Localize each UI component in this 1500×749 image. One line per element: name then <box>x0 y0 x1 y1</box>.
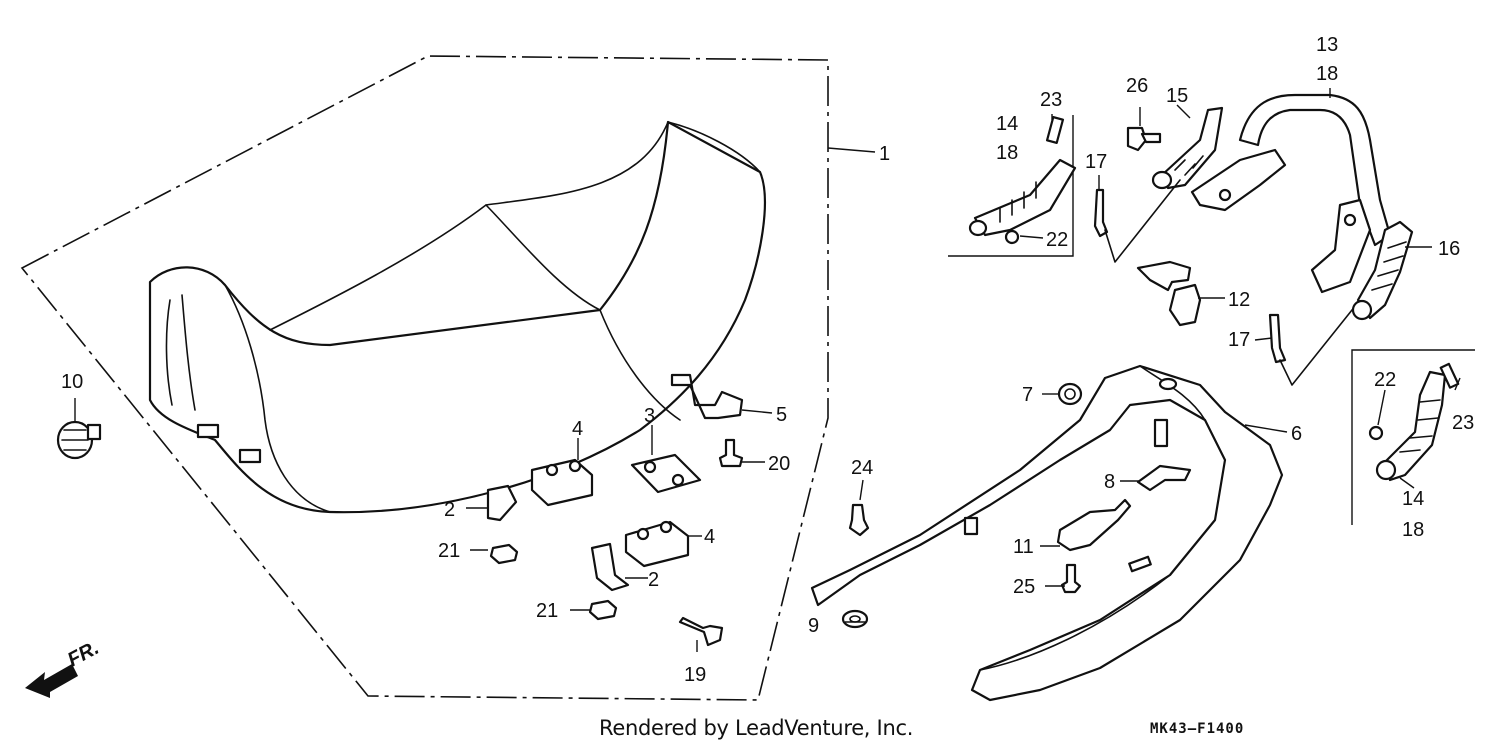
callout-21: 21 <box>438 540 460 562</box>
callout-17: 17 <box>1228 329 1250 351</box>
callout-1: 1 <box>879 143 890 165</box>
callout-12: 12 <box>1228 289 1250 311</box>
callout-22: 22 <box>1374 369 1396 391</box>
callout-15: 15 <box>1166 85 1188 107</box>
seat-hardware <box>486 373 744 647</box>
inset-right-frame <box>1351 349 1475 525</box>
callout-18: 18 <box>1402 519 1424 541</box>
callout-20: 20 <box>768 453 790 475</box>
callout-16: 16 <box>1438 238 1460 260</box>
grip-left-inset-drawing <box>968 116 1077 245</box>
callout-5: 5 <box>776 404 787 426</box>
callout-18: 18 <box>996 142 1018 164</box>
callout-labels: 1 2 2 3 4 4 5 6 7 8 9 10 11 12 13 18 14 … <box>61 34 1474 686</box>
callout-7: 7 <box>1022 384 1033 406</box>
callout-8: 8 <box>1104 471 1115 493</box>
callout-9: 9 <box>808 615 819 637</box>
callout-2: 2 <box>648 569 659 591</box>
upper-center-hardware <box>1093 106 1361 386</box>
grip-right-inset-drawing <box>1368 362 1460 482</box>
inset-left-frame <box>948 115 1074 257</box>
seat-drawing <box>148 120 766 514</box>
callout-11: 11 <box>1013 536 1034 558</box>
callout-19: 19 <box>684 664 706 686</box>
callout-23: 23 <box>1452 412 1474 434</box>
callout-2: 2 <box>444 499 455 521</box>
callout-25: 25 <box>1013 576 1035 598</box>
callout-26: 26 <box>1126 75 1148 97</box>
callout-24: 24 <box>851 457 873 479</box>
rear-cowl-drawing <box>810 364 1284 702</box>
callout-13: 13 <box>1316 34 1338 56</box>
credit-text: Rendered by LeadVenture, Inc. <box>599 716 914 740</box>
diagram-code: MK43—F1400 <box>1150 721 1245 737</box>
callout-6: 6 <box>1291 423 1302 445</box>
callout-23: 23 <box>1040 89 1062 111</box>
seat-assembly-boundary <box>20 55 829 701</box>
callout-3: 3 <box>644 405 655 427</box>
callout-4: 4 <box>572 418 583 440</box>
callout-14: 14 <box>1402 488 1424 510</box>
callout-4: 4 <box>704 526 715 548</box>
leader-lines <box>74 88 1461 652</box>
grab-rail-drawing <box>1190 93 1392 294</box>
callout-17: 17 <box>1085 151 1107 173</box>
grip-16-drawing <box>1351 220 1414 321</box>
callout-22: 22 <box>1046 229 1068 251</box>
callout-10: 10 <box>61 371 83 393</box>
callout-14: 14 <box>996 113 1018 135</box>
cushion-10-drawing <box>56 420 102 460</box>
callout-21: 21 <box>536 600 558 622</box>
front-direction-arrow: FR. <box>25 637 103 698</box>
callout-18: 18 <box>1316 63 1338 85</box>
cowl-hardware <box>841 382 1192 629</box>
